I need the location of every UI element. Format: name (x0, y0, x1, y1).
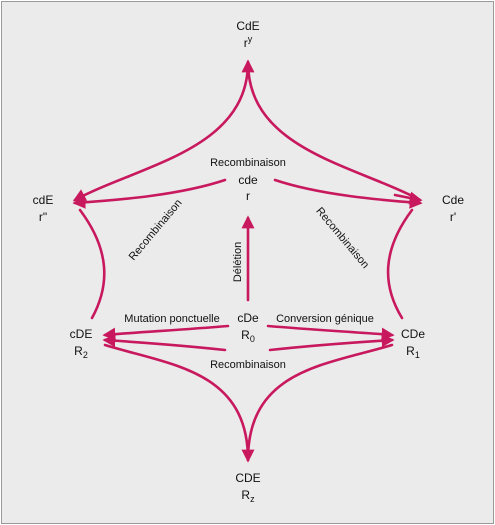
node-upleft-name: cdE (33, 193, 54, 207)
arrow-right-to-bottom (246, 343, 394, 462)
arrow-upleft-to-left (78, 208, 106, 320)
node-left-name: cDE (70, 327, 93, 341)
arrow-conversion (266, 324, 395, 341)
node-right-name: CDe (401, 327, 425, 341)
node-center-sub: R0 (241, 328, 255, 344)
arrow-mutation (102, 324, 230, 341)
arrow-top-to-upleft (72, 59, 255, 202)
arrow-center-top-to-upleft (72, 178, 227, 209)
arrow-center-top-to-upright (273, 178, 423, 209)
node-center-top-name: cde (238, 173, 258, 187)
node-upright-sub: r' (450, 210, 456, 224)
label-recomb-top: Recombinaison (210, 157, 286, 169)
label-mutation: Mutation ponctuelle (124, 313, 219, 325)
node-right-sub: R1 (406, 344, 420, 360)
node-center-top-sub: r (246, 189, 250, 203)
node-top-sub: ry (244, 34, 253, 50)
node-left-sub: R2 (74, 344, 88, 360)
node-bottom-name: CDE (235, 471, 260, 485)
label-conversion: Conversion génique (276, 313, 374, 325)
node-upleft-sub: r" (39, 210, 47, 224)
arrow-upright-to-right (386, 208, 414, 320)
arrow-left-to-bottom (103, 343, 255, 463)
arrow-lower-to-left (102, 334, 227, 352)
label-recomb-left: Recombinaison (127, 197, 185, 263)
label-deletion: Délétion (232, 242, 244, 282)
arrow-top-to-upright (246, 60, 422, 202)
arrow-lower-to-right (268, 334, 395, 352)
label-recomb-right: Recombinaison (313, 205, 371, 271)
node-center-name: cDe (237, 311, 259, 325)
node-upright-name: Cde (442, 193, 464, 207)
node-bottom-sub: Rz (241, 488, 255, 504)
node-top-name: CdE (236, 19, 259, 33)
label-recomb-bottom: Recombinaison (210, 359, 286, 371)
